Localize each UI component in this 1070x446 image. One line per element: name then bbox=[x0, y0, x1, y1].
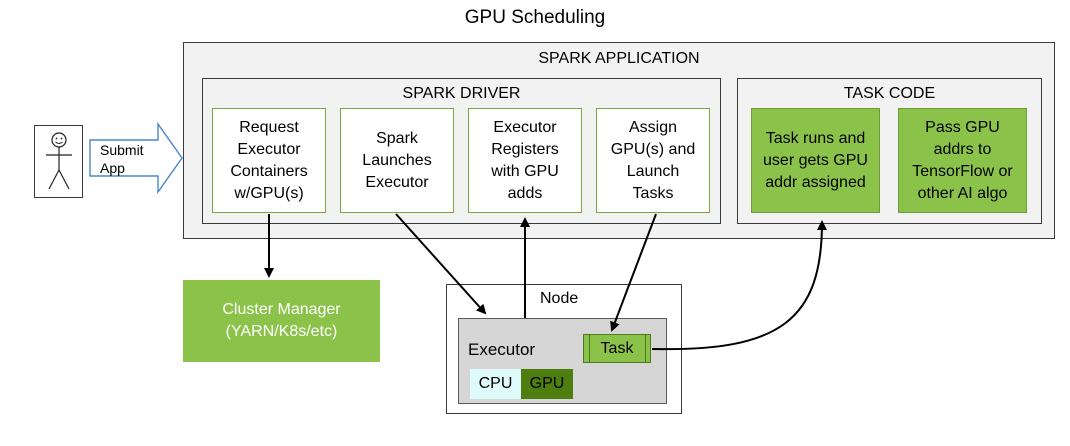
stick-figure-icon bbox=[46, 132, 72, 190]
executor-label: Executor bbox=[468, 340, 536, 359]
cluster-manager-line: Cluster Manager bbox=[222, 301, 341, 318]
task-box: Task bbox=[583, 334, 651, 363]
task-runs-gpu-addr-box: Task runs and user gets GPU addr assigne… bbox=[751, 108, 880, 213]
box-line: Pass GPU bbox=[925, 118, 1000, 136]
spark-application-label: SPARK APPLICATION bbox=[538, 50, 700, 67]
cluster-manager-box: Cluster Manager (YARN/K8s/etc) bbox=[183, 280, 380, 362]
user-actor-box bbox=[34, 125, 83, 198]
box-line: user gets GPU bbox=[763, 151, 868, 169]
step-line: w/GPU(s) bbox=[234, 184, 304, 202]
step-line: Registers bbox=[491, 140, 559, 158]
step-line: Tasks bbox=[632, 184, 674, 202]
arrow-task-to-task-code bbox=[651, 220, 827, 351]
cluster-manager-line: (YARN/K8s/etc) bbox=[225, 323, 338, 340]
step-request-executor-containers: Request Executor Containers w/GPU(s) bbox=[212, 108, 326, 213]
spark-driver-label: SPARK DRIVER bbox=[402, 85, 521, 102]
step-spark-launches-executor: Spark Launches Executor bbox=[340, 108, 454, 213]
arrow-assign-task bbox=[610, 213, 657, 332]
step-line: Containers bbox=[230, 162, 308, 180]
step-line: Spark bbox=[376, 129, 418, 147]
step-assign-gpus-launch-tasks: Assign GPU(s) and Launch Tasks bbox=[596, 108, 710, 213]
node-label: Node bbox=[540, 290, 579, 307]
submit-line: Submit bbox=[100, 142, 144, 158]
step-line: Launches bbox=[362, 151, 432, 169]
step-executor-registers: Executor Registers with GPU adds bbox=[468, 108, 582, 213]
arrow-launch-executor bbox=[395, 213, 487, 315]
box-line: Task runs and bbox=[765, 129, 866, 147]
task-code-label: TASK CODE bbox=[843, 85, 936, 102]
step-line: Launch bbox=[626, 162, 680, 180]
diagram-title: GPU Scheduling bbox=[464, 7, 606, 28]
cpu-block: CPU bbox=[470, 369, 521, 399]
submit-line: App bbox=[100, 160, 125, 176]
box-line: other AI algo bbox=[917, 184, 1008, 202]
step-line: Assign bbox=[628, 118, 678, 136]
pass-gpu-addrs-box: Pass GPU addrs to TensorFlow or other AI… bbox=[898, 108, 1027, 213]
gpu-block: GPU bbox=[521, 369, 573, 399]
box-line: addr assigned bbox=[765, 173, 866, 191]
step-line: Executor bbox=[365, 173, 429, 191]
step-line: adds bbox=[507, 184, 543, 202]
step-line: with GPU bbox=[491, 162, 559, 180]
block-arrow-right-icon bbox=[89, 121, 183, 195]
box-line: TensorFlow or bbox=[912, 162, 1013, 180]
step-line: GPU(s) and bbox=[610, 140, 696, 158]
task-box-left-bar bbox=[589, 334, 590, 363]
box-line: addrs to bbox=[933, 140, 992, 158]
step-line: Request bbox=[239, 118, 299, 136]
task-box-right-bar bbox=[645, 334, 646, 363]
submit-app-label: Submit App bbox=[100, 141, 144, 177]
step-line: Executor bbox=[493, 118, 557, 136]
step-line: Executor bbox=[237, 140, 301, 158]
